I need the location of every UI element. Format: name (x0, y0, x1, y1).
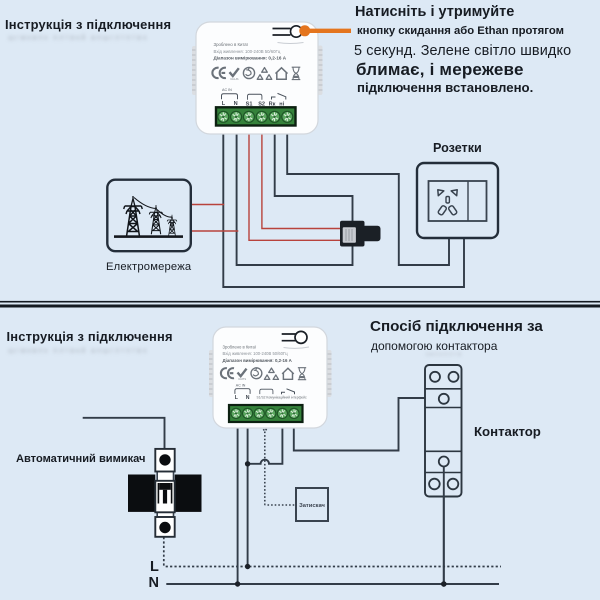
svg-text:Затискач: Затискач (299, 503, 325, 509)
svg-text:L: L (222, 101, 226, 107)
svg-text:Rк: Rк (269, 101, 276, 107)
svg-text:Вхід живлення: 100-240В 50/60Г: Вхід живлення: 100-240В 50/60Гц (223, 351, 289, 356)
svg-text:N: N (246, 395, 250, 401)
svg-text:нi: нi (279, 101, 284, 107)
svg-text:S2: S2 (258, 101, 265, 107)
svg-text:Зроблено в Китаї: Зроблено в Китаї (214, 42, 249, 47)
svg-text:Діапазон вимірювання: 0,2-16 А: Діапазон вимірювання: 0,2-16 А (214, 56, 287, 61)
svg-text:Вхід живлення: 100-240В 50/60Г: Вхід живлення: 100-240В 50/60Гц (214, 49, 281, 54)
svg-text:S1: S1 (246, 101, 253, 107)
svg-text:S1/S2 Комунікаційний інтерфейс: S1/S2 Комунікаційний інтерфейс (257, 396, 307, 400)
svg-text:Зроблено в Китаї: Зроблено в Китаї (223, 344, 257, 349)
svg-text:AC IN: AC IN (236, 383, 246, 387)
svg-text:AC IN: AC IN (222, 88, 232, 92)
svg-text:N: N (234, 101, 238, 107)
svg-text:Діапазон вимірювання: 0,2-16 А: Діапазон вимірювання: 0,2-16 А (223, 358, 293, 363)
svg-text:L: L (235, 395, 239, 401)
